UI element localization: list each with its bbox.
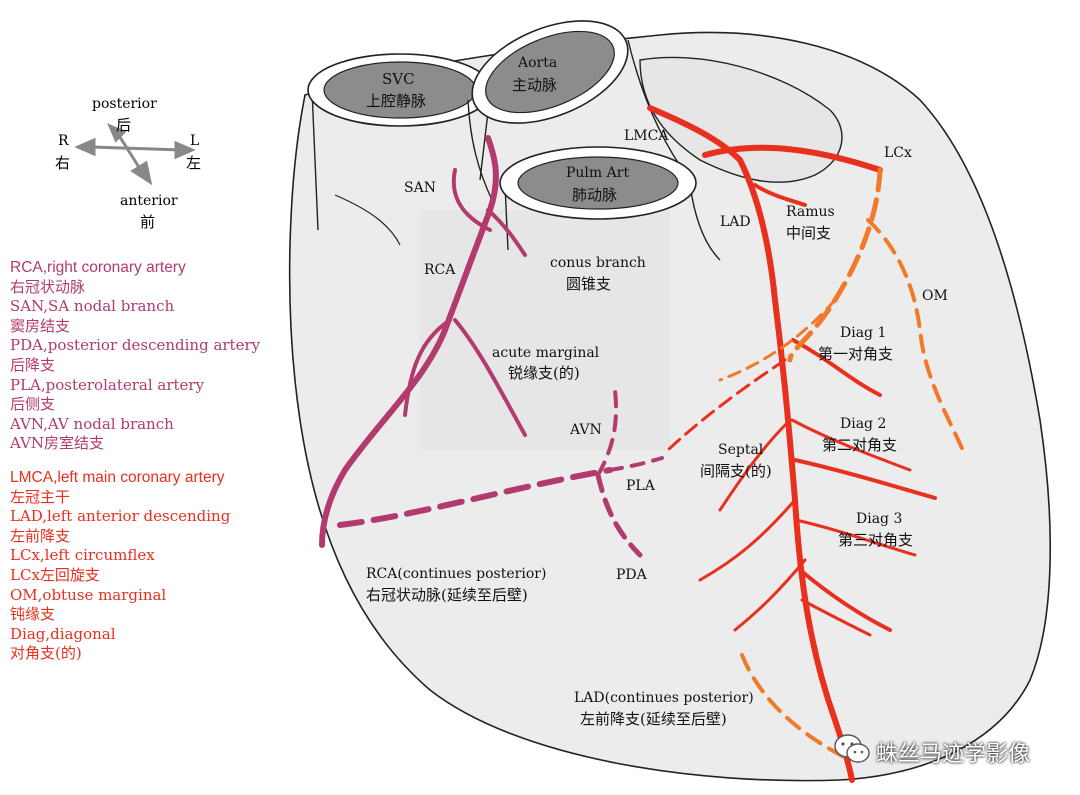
label-lad-continues-cn: 左前降支(延续至后壁): [580, 710, 727, 728]
legend-rca-item: 后降支: [10, 355, 56, 374]
legend-lmca-item: LAD,left anterior descending: [10, 507, 231, 526]
legend-rca-item: PLA,posterolateral artery: [10, 375, 205, 394]
orientation-anterior-cn: 前: [140, 213, 156, 231]
label-diag3: Diag 3: [856, 511, 903, 527]
label-rca-continues-cn: 右冠状动脉(延续至后壁): [366, 586, 528, 604]
orientation-posterior: posterior: [92, 96, 157, 112]
legend-rca-item: SAN,SA nodal branch: [10, 297, 175, 316]
legend-rca-item: 窦房结支: [10, 316, 71, 335]
aorta-lumen: [485, 30, 615, 114]
label-pulm-cn: 肺动脉: [572, 186, 618, 204]
label-ramus-cn: 中间支: [786, 224, 832, 242]
label-conus-cn: 圆锥支: [566, 275, 612, 293]
watermark-text: 蛛丝马迹学影像: [876, 742, 1031, 767]
lad-vessels: [647, 105, 937, 783]
label-acute: acute marginal: [492, 345, 600, 361]
legend-lmca-item: 对角支(的): [10, 644, 82, 663]
lcx-vessels: [718, 167, 967, 762]
label-svc: SVC: [382, 70, 415, 88]
legend-lmca-item: LCx,left circumflex: [10, 546, 155, 565]
label-svc-cn: 上腔静脉: [366, 92, 427, 110]
label-diag2-cn: 第二对角支: [822, 436, 898, 454]
label-san: SAN: [404, 180, 436, 196]
watermark: 蛛丝马迹学影像: [832, 732, 1072, 768]
legend-rca-item: 右冠状动脉: [10, 277, 86, 296]
label-pda: PDA: [616, 567, 647, 583]
label-diag2: Diag 2: [840, 416, 887, 432]
legend-lmca-item: OM,obtuse marginal: [10, 585, 167, 604]
legend-rca-item: 后侧支: [10, 395, 56, 414]
label-conus: conus branch: [550, 255, 646, 271]
orientation-right: R: [58, 133, 69, 149]
legend-rca-item: AVN,AV nodal branch: [10, 414, 174, 433]
legend-lmca-title: LMCA,left main coronary artery: [10, 468, 225, 486]
orientation-posterior-cn: 后: [116, 116, 132, 134]
label-aorta: Aorta: [518, 55, 558, 71]
orientation-anterior: anterior: [120, 193, 178, 209]
label-om: OM: [922, 288, 948, 304]
orientation-left-cn: 左: [186, 154, 202, 172]
label-lmca: LMCA: [624, 128, 669, 144]
label-lad-continues: LAD(continues posterior): [574, 690, 754, 706]
label-lad: LAD: [720, 214, 751, 230]
label-avn: AVN: [570, 422, 602, 438]
legend-rca-item: PDA,posterior descending artery: [10, 336, 261, 355]
label-diag1: Diag 1: [840, 325, 887, 341]
atrium-edge: [334, 194, 401, 246]
label-diag1-cn: 第一对角支: [818, 345, 894, 363]
legend-rca-title: RCA,right coronary artery: [10, 259, 186, 276]
orientation-left: L: [190, 133, 200, 149]
orientation-arrows: [74, 123, 196, 186]
orientation-right-cn: 右: [55, 154, 71, 172]
label-septal: Septal: [718, 442, 764, 458]
label-lcx: LCx: [884, 145, 912, 161]
rca-vessels: [319, 135, 664, 558]
chat-bubble-icon: [834, 734, 870, 763]
label-pla: PLA: [626, 478, 655, 494]
legend: RCA,right coronary artery 右冠状动脉 SAN,SA n…: [10, 258, 310, 664]
pulm-lumen: [517, 156, 679, 210]
background-panel: [420, 210, 670, 450]
label-diag3-cn: 第三对角支: [838, 531, 914, 549]
legend-lmca-item: Diag,diagonal: [10, 624, 116, 643]
legend-lmca-item: LCx左回旋支: [10, 565, 100, 584]
label-aorta-cn: 主动脉: [512, 76, 558, 94]
label-septal-cn: 间隔支(的): [700, 462, 772, 480]
label-rca-continues: RCA(continues posterior): [366, 566, 547, 582]
legend-lmca-item: 左冠主干: [10, 487, 71, 506]
label-pulm: Pulm Art: [566, 165, 630, 181]
legend-lmca-item: 左前降支: [10, 526, 71, 545]
legend-lmca-item: 钝缘支: [10, 605, 56, 624]
label-rca: RCA: [424, 262, 456, 278]
legend-rca-item: AVN房室结支: [10, 434, 105, 453]
label-ramus: Ramus: [786, 204, 835, 220]
label-acute-cn: 锐缘支(的): [508, 364, 580, 382]
